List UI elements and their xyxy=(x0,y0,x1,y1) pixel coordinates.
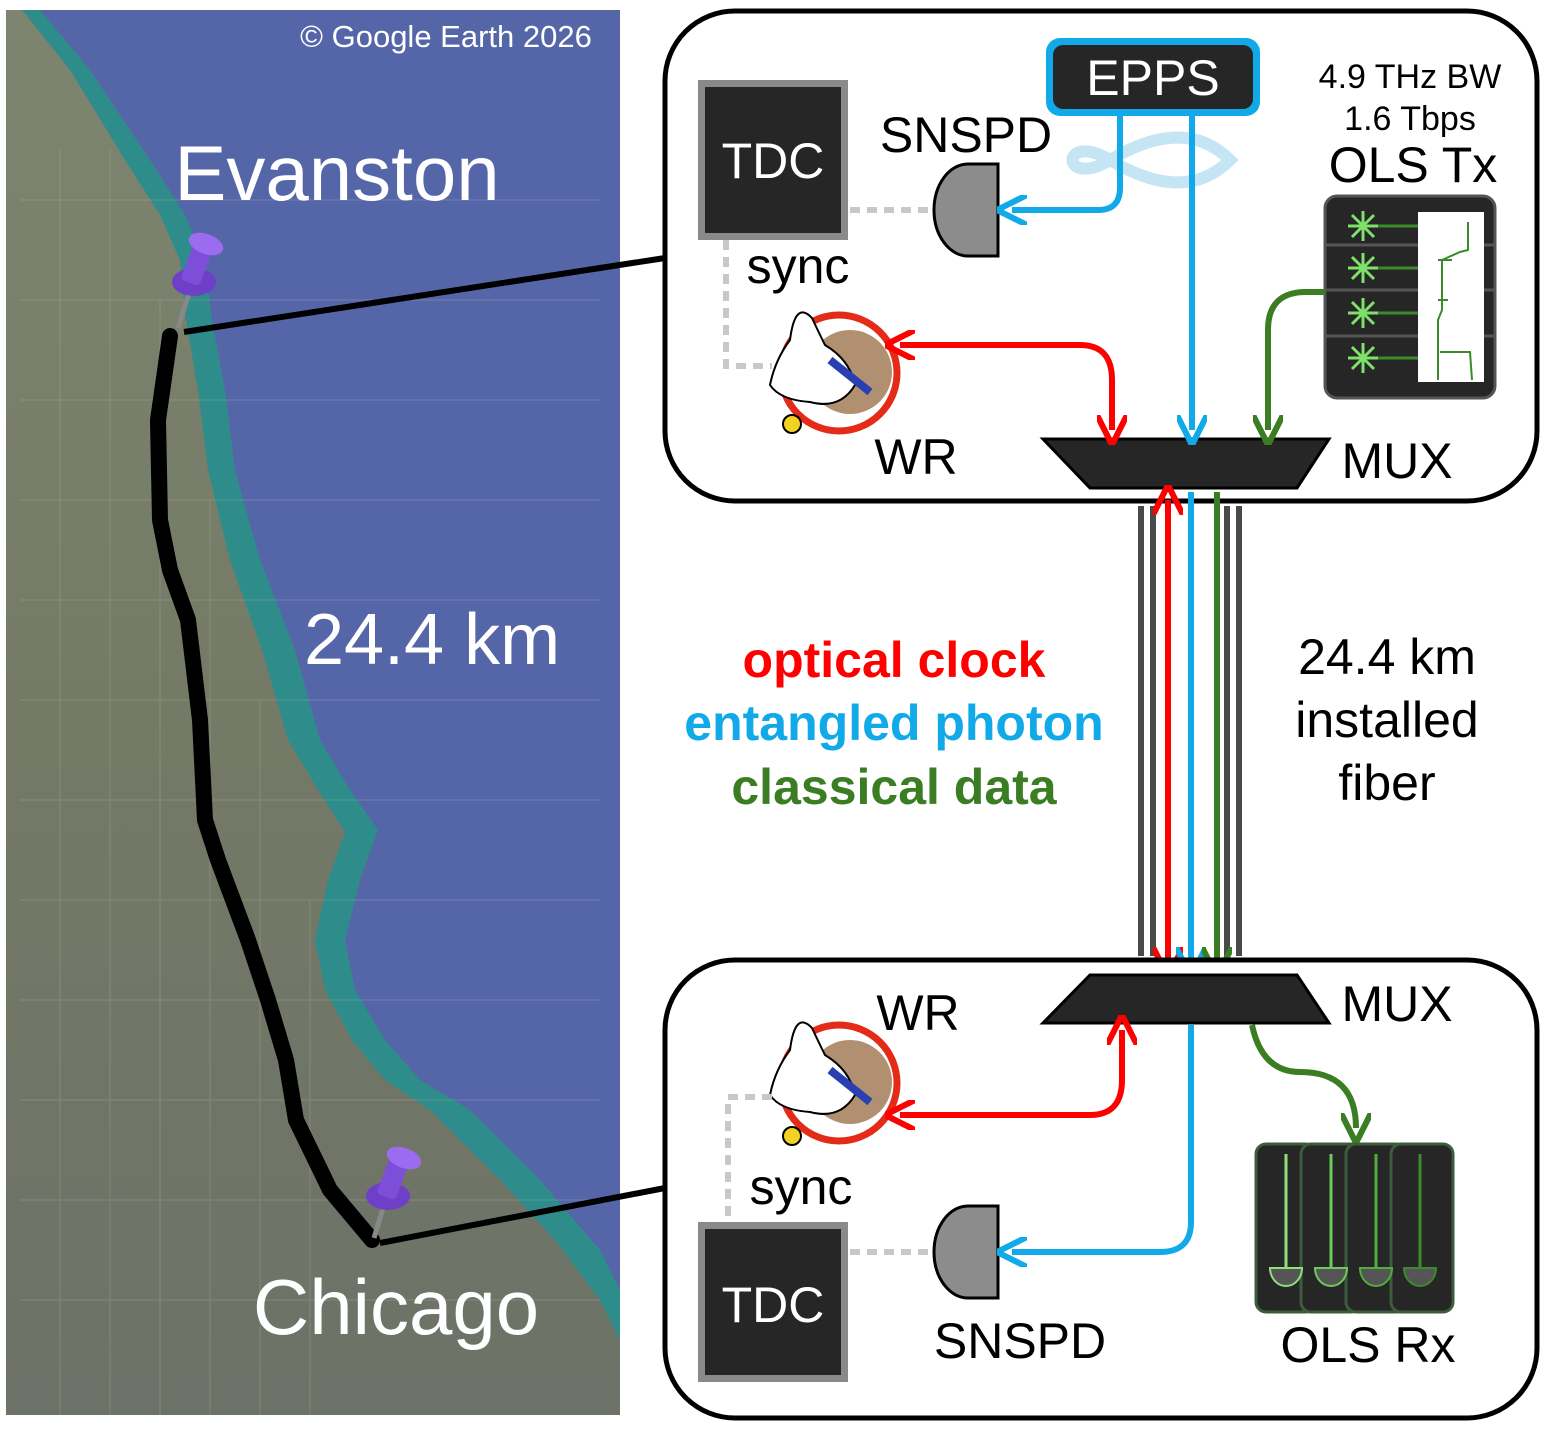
ols-tx-label: OLS Tx xyxy=(1329,137,1498,193)
white-rabbit-icon-bottom xyxy=(768,1021,901,1146)
white-rabbit-icon-top xyxy=(768,311,901,435)
pin-icon-chicago xyxy=(366,1146,422,1239)
satellite-map: © Google Earth 2026 Evanston 24.4 km Chi… xyxy=(6,10,620,1415)
map-distance-label: 24.4 km xyxy=(304,600,560,680)
entanglement-icon xyxy=(1066,131,1239,189)
clock-wr-mux-top xyxy=(900,345,1112,430)
connector-bottom xyxy=(379,1185,666,1246)
epps-source xyxy=(1053,45,1253,109)
fiber-route xyxy=(150,328,380,1248)
ols-receiver xyxy=(1254,1142,1455,1314)
mux-bottom xyxy=(1039,973,1332,1025)
mux-bottom-label: MUX xyxy=(1341,976,1452,1032)
tdc-bottom-label: TDC xyxy=(722,1277,825,1333)
chicago-label: Chicago xyxy=(253,1263,539,1351)
tdc-top-label: TDC xyxy=(722,133,825,189)
pin-icon-evanston xyxy=(172,232,224,329)
ols-rx-label: OLS Rx xyxy=(1280,1317,1455,1373)
snspd-detector-icon-top xyxy=(932,162,1000,258)
ols-rate: 1.6 Tbps xyxy=(1344,100,1476,138)
wr-top-label: WR xyxy=(874,429,957,485)
street-grid xyxy=(20,150,600,1415)
connector-top xyxy=(183,255,666,335)
tdc-bottom xyxy=(705,1229,841,1375)
ols-bandwidth: 4.9 THz BW xyxy=(1319,58,1502,96)
photon-to-snspd-bottom xyxy=(1012,1025,1194,1252)
photon-to-snspd-top xyxy=(1012,116,1123,210)
legend-classical-data: classical data xyxy=(731,759,1057,815)
sync-link-bottom xyxy=(725,1094,772,1228)
fiber-installed-label: installed xyxy=(1295,692,1478,748)
evanston-label: Evanston xyxy=(174,129,499,217)
tdc-top xyxy=(705,87,841,233)
mux-top xyxy=(1039,437,1332,490)
fiber-length-label: 24.4 km xyxy=(1298,629,1476,685)
snspd-top-label: SNSPD xyxy=(880,107,1052,163)
fiber-fiber-label: fiber xyxy=(1338,755,1435,811)
data-ols-mux-top xyxy=(1268,289,1325,430)
ols-transmitter xyxy=(1323,194,1497,400)
sync-link-top xyxy=(723,240,772,369)
data-mux-ols-bottom xyxy=(1249,1024,1356,1128)
map-copyright: © Google Earth 2026 xyxy=(300,19,592,54)
legend: optical clock entangled photon classical… xyxy=(684,632,1103,815)
sync-top-label: sync xyxy=(747,238,850,294)
clock-mux-wr-bottom xyxy=(900,1030,1122,1115)
mux-top-label: MUX xyxy=(1341,433,1452,489)
snspd-detector-icon-bottom xyxy=(932,1204,1000,1300)
legend-entangled-photon: entangled photon xyxy=(684,695,1103,751)
sync-bottom-label: sync xyxy=(750,1159,853,1215)
snspd-bottom-label: SNSPD xyxy=(934,1313,1106,1369)
legend-optical-clock: optical clock xyxy=(743,632,1046,688)
epps-label: EPPS xyxy=(1086,50,1219,106)
wr-bottom-label: WR xyxy=(876,985,959,1041)
